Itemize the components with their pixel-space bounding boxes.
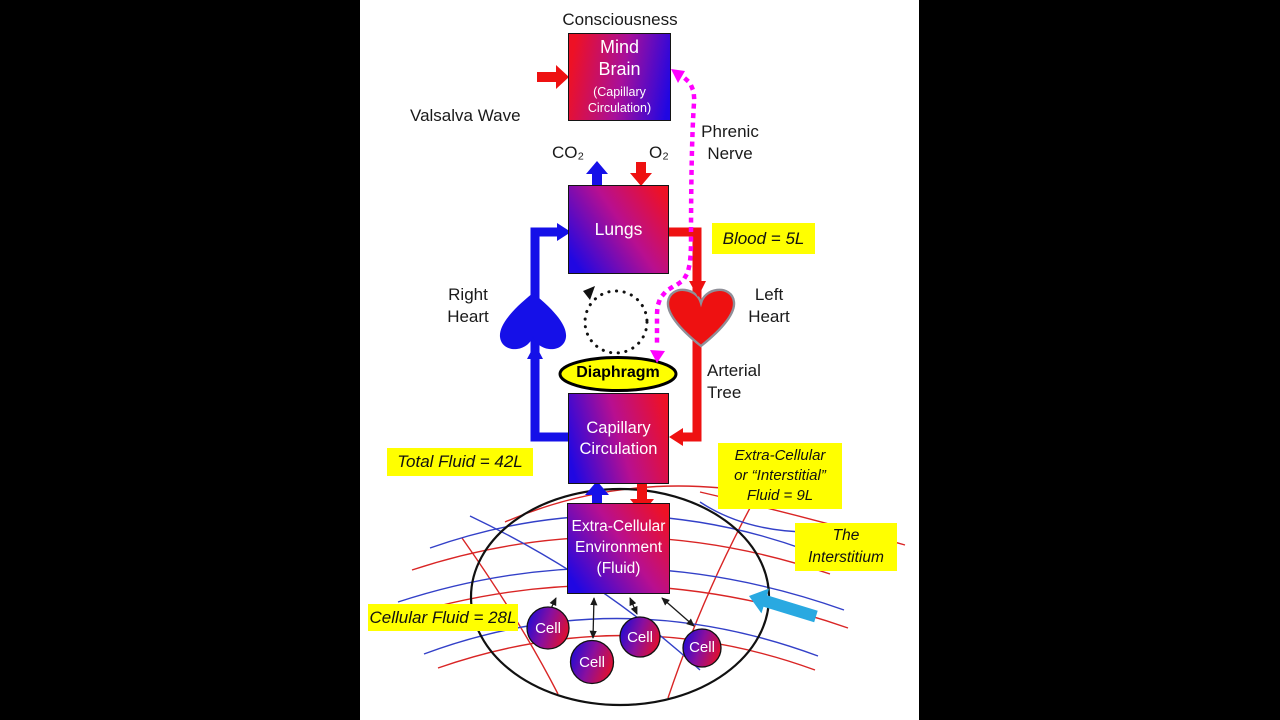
valsalva-wave-arrow [537,65,569,89]
cell-shape [569,639,615,685]
phrenic-nerve-path [650,69,697,363]
the-interstitium-callout: The Interstitium [795,523,897,571]
right-heart-shape [499,293,567,350]
co2-label: CO₂ [552,143,585,162]
circulation-loop-arrowhead [583,286,595,300]
lungs-title: Lungs [594,218,643,239]
left-heart-label: Left Heart [748,285,790,327]
cell-arrow [589,597,598,639]
phrenic-nerve-dotted-line [654,72,697,352]
cells-group [526,606,722,685]
arterial-arrowhead-into-left-heart [689,281,706,297]
cell-shape [619,616,661,658]
blue-fibre-arc [423,617,819,657]
phrenic-nerve-label: Phrenic Nerve [701,122,759,164]
mind-brain-title: Mind Brain [598,37,641,80]
cell-label: Cell [579,654,605,672]
o2-label: O₂ [649,143,669,162]
interstitium-pointer-arrow [749,588,818,623]
red-fibre-arc [667,485,763,699]
fluid-up-arrow [585,481,609,513]
cell-shape [682,628,722,668]
cellular-fluid-callout: Cellular Fluid = 28L [368,604,518,631]
extra-cellular-environment-box: Extra-Cellular Environment (Fluid) [567,503,670,594]
cell-arrow [661,597,695,627]
cell-shape [526,606,570,650]
blood-volume-callout: Blood = 5L [712,223,815,254]
co2-up-arrow [586,161,608,185]
mind-brain-box: Mind Brain (Capillary Circulation) [568,33,671,121]
cell-label: Cell [689,639,715,657]
phrenic-arrowhead-into-brain [671,69,685,83]
circulation-loop-dotted-circle [583,289,649,355]
mind-brain-subtitle: (Capillary Circulation) [587,85,652,116]
consciousness-label: Consciousness [562,10,678,29]
capillary-circulation-box: Capillary Circulation [568,393,669,484]
valsalva-wave-label: Valsalva Wave [410,106,521,125]
lungs-box: Lungs [568,185,669,274]
extra-cellular-environment-title: Extra-Cellular Environment (Fluid) [571,518,666,577]
cell-arrow [629,597,638,615]
arterial-arrowhead-into-capillary [669,428,683,446]
right-heart-label: Right Heart [447,285,489,327]
cell-label: Cell [535,620,561,638]
interstitial-fluid-callout: Extra-Cellular or “Interstitial” Fluid =… [718,443,842,509]
o2-down-arrow [630,162,652,186]
diaphragm-label: Diaphragm [576,364,660,381]
venous-arrowhead-into-right-heart [527,344,543,359]
phrenic-arrowhead-into-diaphragm [650,350,665,363]
capillary-circulation-title: Capillary Circulation [579,419,658,458]
total-fluid-callout: Total Fluid = 42L [387,448,533,476]
venous-arrowhead-into-lungs [557,223,571,241]
cell-label: Cell [627,629,653,647]
diaphragm-ellipse [558,356,678,392]
left-heart-shape [666,288,736,348]
arterial-tree-label: Arterial Tree [707,361,761,403]
